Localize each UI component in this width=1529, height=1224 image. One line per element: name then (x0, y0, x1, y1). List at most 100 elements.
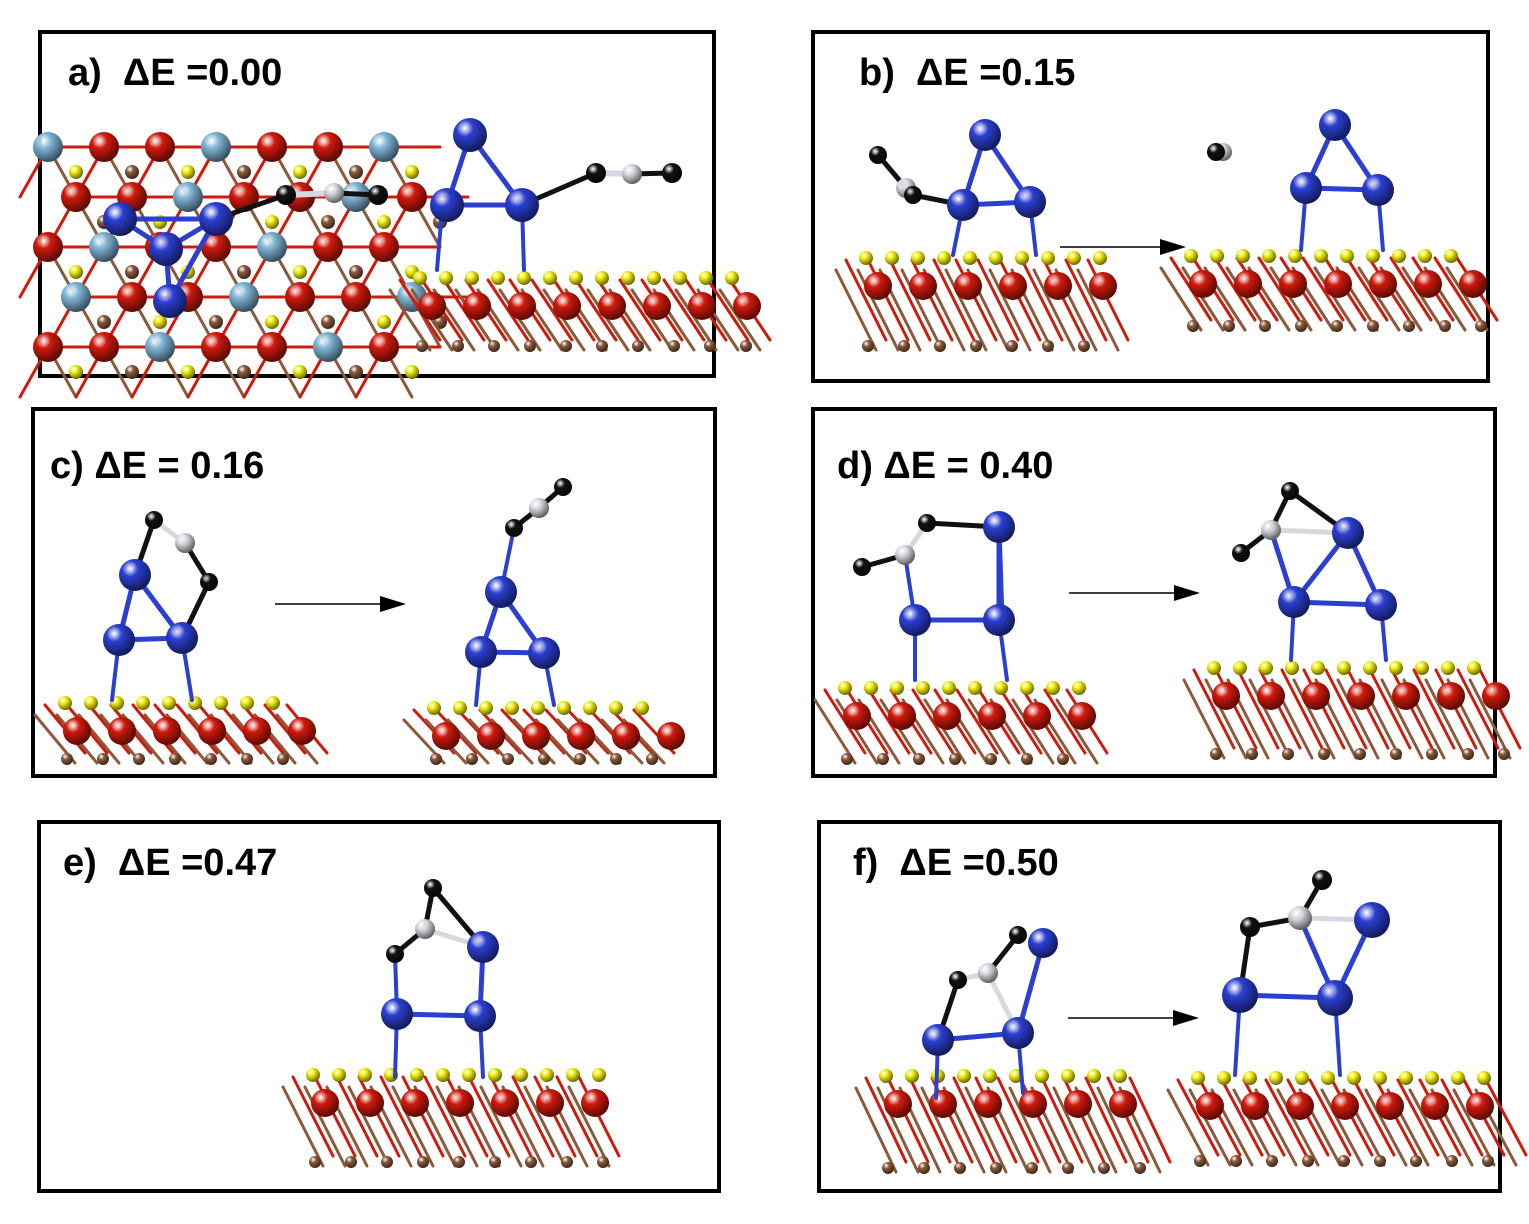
red-atom (598, 292, 626, 320)
lightblue-atom (89, 232, 119, 262)
yellow-atom (1113, 1069, 1127, 1083)
brown-atom (125, 265, 139, 279)
red-atom (688, 292, 716, 320)
blue-atom (899, 604, 931, 636)
red-atom (1189, 270, 1217, 298)
yellow-atom (136, 696, 150, 710)
yellow-atom (265, 215, 279, 229)
bond (388, 288, 432, 352)
bond (952, 1076, 996, 1164)
yellow-atom (293, 265, 307, 279)
blue-atom (1278, 586, 1310, 618)
red-atom (1019, 1090, 1047, 1118)
bond (1336, 678, 1380, 760)
brown-atom (1266, 1155, 1278, 1167)
blue-atom (465, 636, 497, 668)
red-atom (1376, 1092, 1404, 1120)
yellow-atom (1015, 251, 1029, 265)
blue-atom (1362, 174, 1394, 206)
white-atom (978, 963, 998, 983)
black-atom (1207, 143, 1225, 161)
brown-atom (1223, 320, 1235, 332)
bond (920, 1086, 964, 1174)
brown-atom (1230, 1155, 1242, 1167)
black-atom (869, 146, 887, 164)
yellow-atom (1243, 1071, 1257, 1085)
yellow-atom (1087, 1069, 1101, 1083)
brown-atom (1062, 1162, 1074, 1174)
red-atom (153, 717, 181, 745)
panel-d-initial-structure-image (813, 511, 1109, 765)
yellow-atom (1236, 249, 1250, 263)
yellow-atom (1067, 251, 1081, 265)
yellow-atom (488, 1068, 502, 1082)
bond (1484, 1078, 1528, 1157)
blue-atom (1365, 589, 1397, 621)
bond (1389, 256, 1433, 322)
bond (1128, 1076, 1172, 1164)
blue-atom (103, 624, 135, 656)
yellow-atom (1288, 249, 1302, 263)
red-atom (201, 232, 231, 262)
yellow-atom (1467, 661, 1481, 675)
bond (586, 288, 630, 352)
red-atom (954, 272, 982, 300)
panel-c-initial-structure-image (33, 511, 329, 765)
yellow-atom (1217, 1071, 1231, 1085)
red-atom (1241, 1092, 1269, 1120)
bond (489, 1075, 533, 1158)
brown-atom (349, 265, 363, 279)
bond (1445, 266, 1489, 332)
bond (511, 1075, 555, 1158)
bond (423, 1075, 467, 1158)
yellow-atom (1392, 249, 1406, 263)
yellow-atom (405, 165, 419, 179)
white-atom (175, 533, 195, 553)
yellow-atom (436, 1068, 450, 1082)
bond (1345, 256, 1389, 322)
bond (1396, 1078, 1440, 1157)
brown-atom (841, 753, 853, 765)
blue-atom (505, 188, 539, 222)
yellow-atom (1184, 249, 1198, 263)
yellow-atom (240, 696, 254, 710)
bond (1106, 1076, 1150, 1164)
black-atom (1240, 917, 1260, 937)
red-atom (397, 182, 427, 212)
yellow-atom (1451, 1071, 1465, 1085)
yellow-atom (1366, 249, 1380, 263)
yellow-atom (673, 271, 687, 285)
brown-atom (574, 753, 586, 765)
blue-atom (149, 232, 183, 266)
yellow-atom (1477, 1071, 1491, 1085)
yellow-atom (942, 681, 956, 695)
red-atom (145, 132, 175, 162)
red-atom (643, 292, 671, 320)
bond (1076, 268, 1120, 352)
brown-atom (349, 165, 363, 179)
red-atom (369, 232, 399, 262)
yellow-atom (1337, 661, 1351, 675)
bond (1040, 1076, 1084, 1164)
brown-atom (1482, 1155, 1494, 1167)
yellow-atom (214, 696, 228, 710)
black-atom (662, 163, 682, 183)
black-atom (1312, 870, 1332, 890)
yellow-atom (1035, 1069, 1049, 1083)
bond (1096, 1086, 1140, 1174)
panel-b-label: b) ΔE =0.15 (859, 52, 1076, 94)
bond (291, 1075, 335, 1158)
yellow-atom (725, 271, 739, 285)
brown-atom (1026, 1162, 1038, 1174)
bond (1452, 1088, 1496, 1167)
red-atom (536, 1089, 564, 1117)
yellow-atom (1191, 1071, 1205, 1085)
red-atom (1421, 1092, 1449, 1120)
yellow-atom (1233, 661, 1247, 675)
brown-atom (646, 753, 658, 765)
panel-b-transition-arrow (1060, 239, 1186, 255)
bond (955, 688, 999, 755)
bond (435, 1085, 479, 1168)
yellow-atom (1046, 681, 1060, 695)
brown-atom (349, 365, 363, 379)
